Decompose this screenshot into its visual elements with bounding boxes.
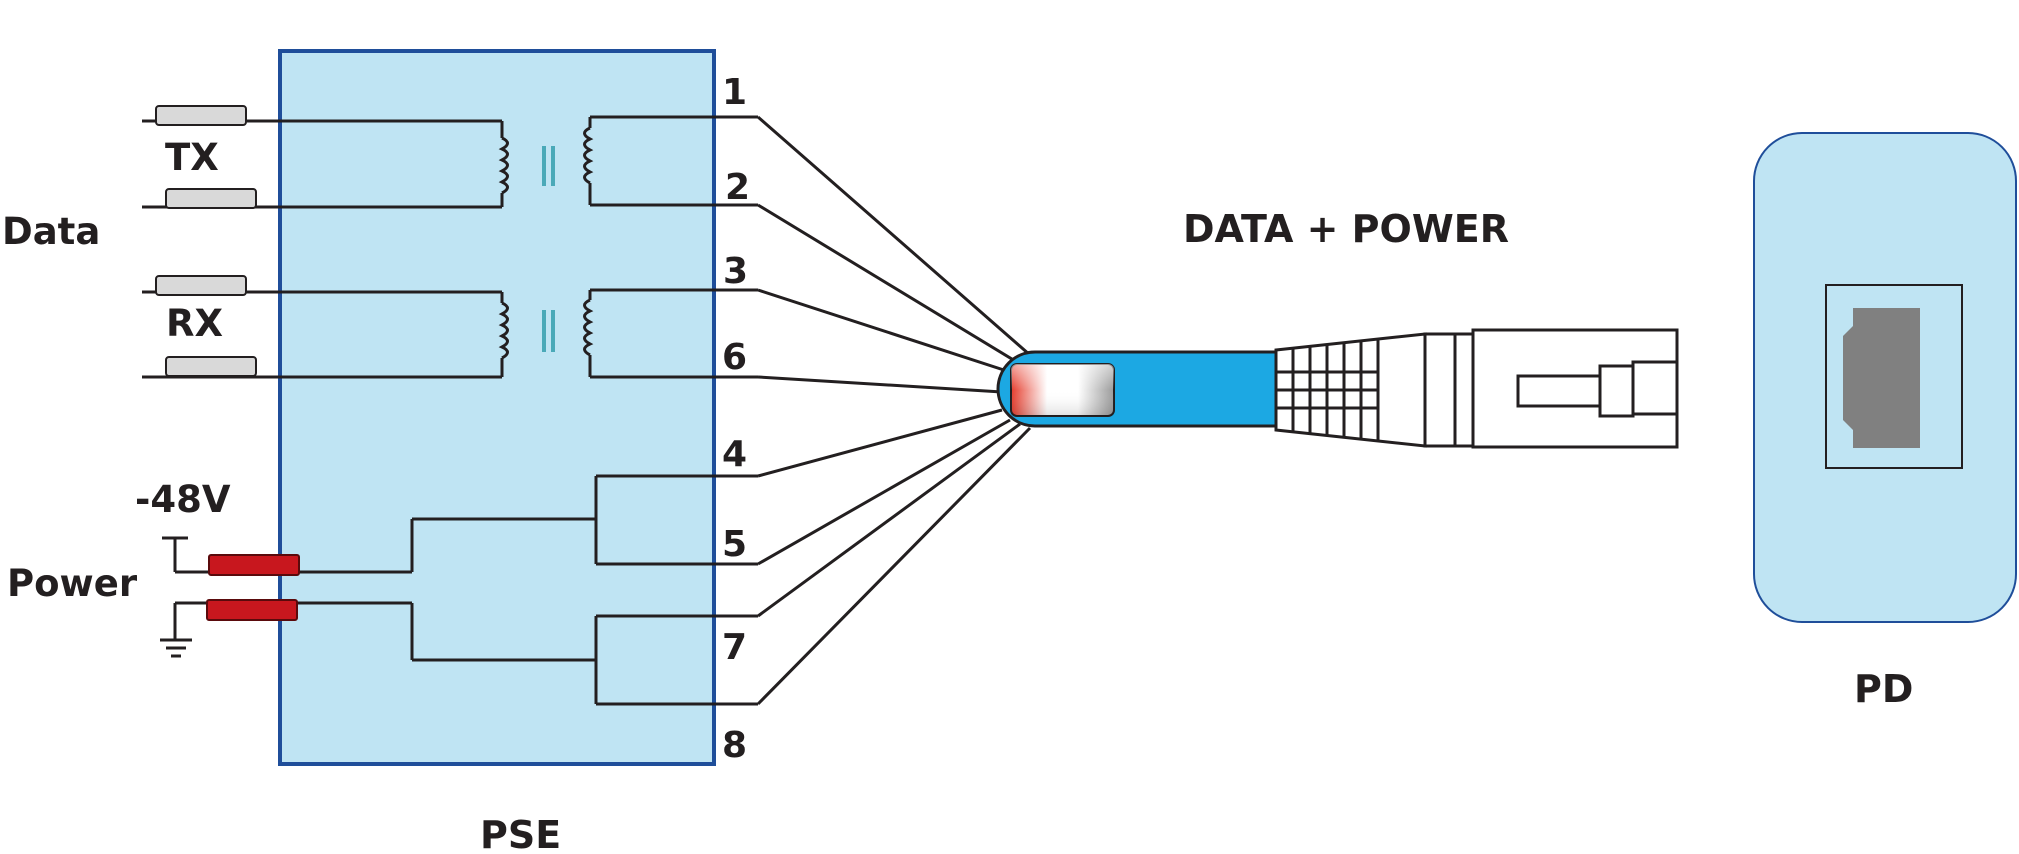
pin-label: 7 [722,627,747,668]
data-label: Data [2,210,100,253]
cable [996,350,1300,428]
resistor-icon [165,356,257,377]
resistor-icon [155,105,247,126]
resistor-icon [165,188,257,209]
pin-label: 3 [723,251,748,292]
pd-label: PD [1854,667,1913,711]
ground-symbol-icon [160,638,192,658]
power-ground-plug [206,599,298,621]
pin-label: 2 [725,167,750,208]
rx-circuit [142,275,502,379]
rj45-jack-icon [1825,284,1963,469]
pin-label: 4 [722,434,747,475]
pin-label: 1 [722,72,747,113]
pin-label: 5 [722,524,747,565]
voltage-label: -48V [135,478,231,521]
power-negative-plug [208,554,300,576]
resistor-icon [155,275,247,296]
tx-circuit [142,105,502,209]
tx-label: TX [165,136,219,179]
power-label: Power [7,562,138,605]
pin-label: 8 [722,725,747,766]
rj45-plug-icon [1274,328,1679,449]
pse-panel [278,49,716,766]
transformer-icon [498,288,758,379]
transformer-icon [498,115,758,207]
fanout-wires [756,115,1032,706]
rx-label: RX [166,302,223,345]
cable-label: DATA + POWER [1183,207,1509,251]
power-circuit [160,474,758,706]
pd-device [1753,132,2017,623]
pin-label: 6 [722,337,747,378]
jack-port [1843,308,1920,448]
pse-label: PSE [480,813,561,854]
